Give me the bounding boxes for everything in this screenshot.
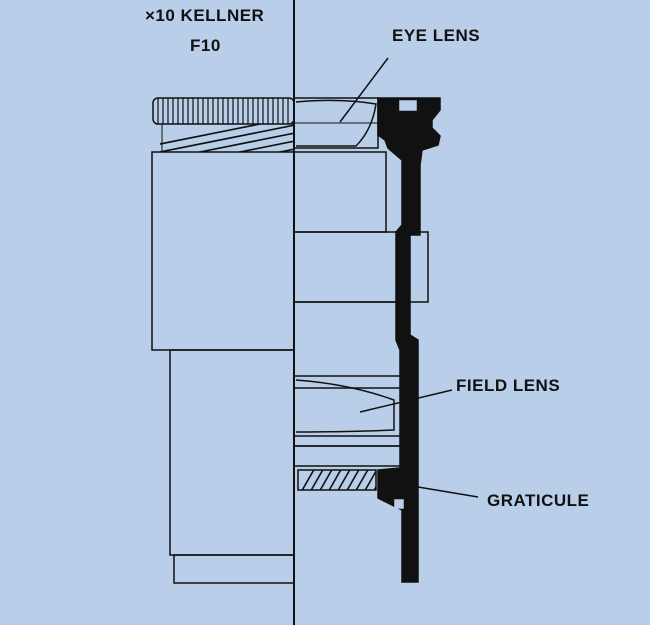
leader-eye-lens: [339, 57, 389, 123]
eye-lens: [295, 99, 377, 147]
eye-lens-label: EYE LENS: [392, 26, 481, 45]
bottom-collar: [173, 554, 295, 584]
wall-notch: [394, 499, 404, 509]
field-lens-label: FIELD LENS: [456, 376, 561, 395]
graticule-plate: [297, 469, 377, 491]
diagram-subtitle: F10: [190, 36, 221, 55]
wall-groove: [399, 100, 417, 111]
knurled-ring: [152, 97, 295, 125]
inner-tube-upper: [293, 151, 387, 233]
leader-graticule: [411, 485, 479, 498]
spacer-ring-2: [293, 435, 405, 447]
graticule-label: GRATICULE: [487, 491, 590, 510]
lower-barrel: [169, 349, 295, 556]
field-lens: [295, 379, 395, 433]
exterior-view: [151, 97, 295, 584]
cross-section-view: [293, 57, 479, 583]
upper-barrel: [151, 151, 295, 351]
leader-field-lens: [359, 389, 453, 413]
housing-wall: [377, 97, 441, 583]
leader-lines: [339, 57, 479, 498]
diagram-title: ×10 KELLNER: [145, 6, 265, 25]
